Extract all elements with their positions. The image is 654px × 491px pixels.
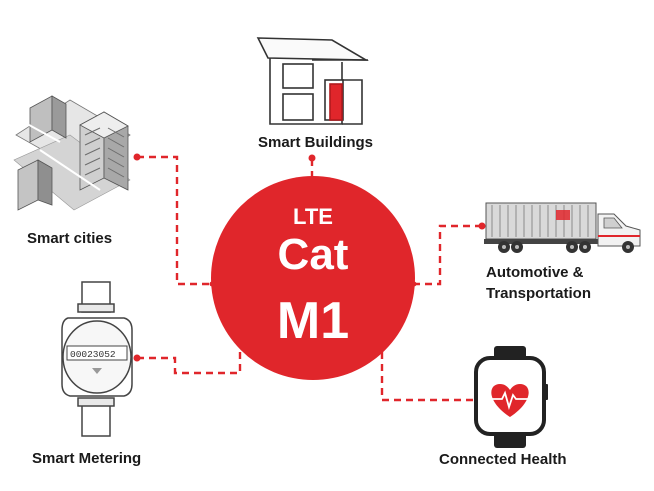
label-automotive-line1: Automotive & <box>486 264 584 281</box>
connector-automotive <box>414 224 482 286</box>
hub-circle <box>211 176 415 380</box>
hub-line-m1: M1 <box>276 292 350 350</box>
connector-cities <box>137 155 214 286</box>
label-connected-health: Connected Health <box>439 451 567 468</box>
water-meter-icon <box>61 281 133 437</box>
meter-reading: 00023052 <box>70 349 116 360</box>
smartwatch-heart-icon <box>474 346 548 448</box>
label-smart-cities: Smart cities <box>27 230 113 247</box>
connector-metering <box>137 352 242 375</box>
hub-line-lte: LTE <box>293 204 333 229</box>
connector-health <box>380 352 478 402</box>
hub-line-cat: Cat <box>277 230 349 279</box>
dot-buildings <box>308 154 316 162</box>
city-icon <box>13 95 131 211</box>
truck-icon <box>484 202 641 253</box>
dot-cities <box>133 153 141 161</box>
label-smart-metering: Smart Metering <box>32 450 142 467</box>
dot-metering <box>133 354 141 362</box>
house-icon <box>256 37 370 125</box>
connectors <box>137 155 482 402</box>
dot-automotive <box>478 222 486 230</box>
label-automotive-line2: Transportation <box>486 285 592 302</box>
label-smart-buildings: Smart Buildings <box>258 134 374 151</box>
